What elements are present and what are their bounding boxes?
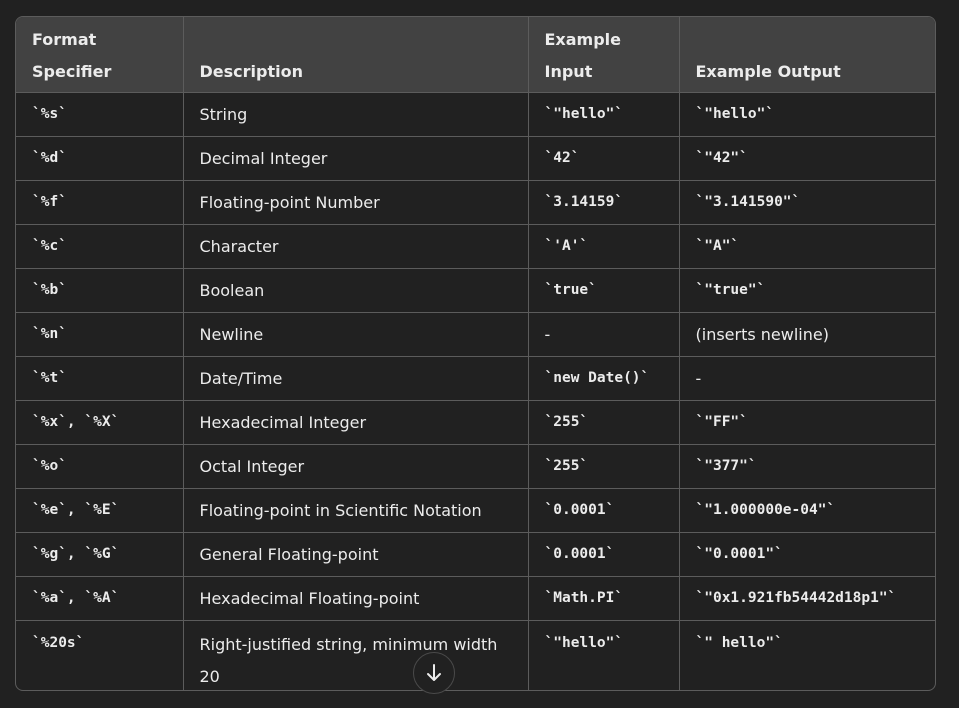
table-row: `%20s`Right-justified string, minimum wi… bbox=[16, 620, 935, 690]
cell-specifier: `%20s` bbox=[16, 620, 184, 690]
cell-description: Newline bbox=[183, 312, 529, 357]
cell-description: Character bbox=[183, 224, 529, 269]
cell-example-input: `"hello"` bbox=[528, 620, 680, 690]
table-row: `%d`Decimal Integer`42``"42"` bbox=[16, 136, 935, 181]
table-row: `%b`Boolean`true``"true"` bbox=[16, 268, 935, 313]
cell-specifier: `%x`, `%X` bbox=[16, 400, 184, 445]
cell-description: Decimal Integer bbox=[183, 136, 529, 181]
cell-description: General Floating-point bbox=[183, 532, 529, 577]
cell-description: Octal Integer bbox=[183, 444, 529, 489]
cell-description: Floating-point Number bbox=[183, 180, 529, 225]
table-row: `%f`Floating-point Number`3.14159``"3.14… bbox=[16, 180, 935, 225]
cell-example-output: `"hello"` bbox=[679, 92, 935, 137]
cell-specifier: `%d` bbox=[16, 136, 184, 181]
arrow-down-icon bbox=[427, 664, 441, 681]
cell-specifier: `%f` bbox=[16, 180, 184, 225]
cell-specifier: `%o` bbox=[16, 444, 184, 489]
cell-example-input: `true` bbox=[528, 268, 680, 313]
cell-example-input: `"hello"` bbox=[528, 92, 680, 137]
table-row: `%x`, `%X`Hexadecimal Integer`255``"FF"` bbox=[16, 400, 935, 445]
cell-specifier: `%b` bbox=[16, 268, 184, 313]
table-row: `%a`, `%A`Hexadecimal Floating-point`Mat… bbox=[16, 576, 935, 621]
cell-description: Floating-point in Scientific Notation bbox=[183, 488, 529, 533]
table-row: `%g`, `%G`General Floating-point`0.0001`… bbox=[16, 532, 935, 577]
cell-example-output: `"0x1.921fb54442d18p1"` bbox=[679, 576, 935, 621]
table-row: `%s`String`"hello"``"hello"` bbox=[16, 92, 935, 137]
cell-example-input: `0.0001` bbox=[528, 532, 680, 577]
cell-example-input: `new Date()` bbox=[528, 356, 680, 401]
cell-example-output: `"true"` bbox=[679, 268, 935, 313]
cell-example-input: `0.0001` bbox=[528, 488, 680, 533]
table-row: `%c`Character`'A'``"A"` bbox=[16, 224, 935, 269]
cell-specifier: `%e`, `%E` bbox=[16, 488, 184, 533]
table-row: `%o`Octal Integer`255``"377"` bbox=[16, 444, 935, 489]
cell-example-output: `"FF"` bbox=[679, 400, 935, 445]
cell-description: Hexadecimal Floating-point bbox=[183, 576, 529, 621]
table-row: `%e`, `%E`Floating-point in Scientific N… bbox=[16, 488, 935, 533]
cell-description: Hexadecimal Integer bbox=[183, 400, 529, 445]
cell-example-input: `42` bbox=[528, 136, 680, 181]
header-example-output: Example Output bbox=[679, 17, 935, 93]
cell-example-input: `3.14159` bbox=[528, 180, 680, 225]
cell-specifier: `%c` bbox=[16, 224, 184, 269]
cell-example-output: `"A"` bbox=[679, 224, 935, 269]
cell-example-input: `255` bbox=[528, 444, 680, 489]
cell-example-input: - bbox=[528, 312, 680, 357]
cell-example-output: `"1.000000e-04"` bbox=[679, 488, 935, 533]
cell-example-input: `'A'` bbox=[528, 224, 680, 269]
cell-example-output: - bbox=[679, 356, 935, 401]
cell-example-output: `"3.141590"` bbox=[679, 180, 935, 225]
cell-description: Boolean bbox=[183, 268, 529, 313]
table-row: `%t`Date/Time`new Date()`- bbox=[16, 356, 935, 401]
cell-example-input: `255` bbox=[528, 400, 680, 445]
cell-example-input: `Math.PI` bbox=[528, 576, 680, 621]
cell-specifier: `%n` bbox=[16, 312, 184, 357]
cell-example-output: `"42"` bbox=[679, 136, 935, 181]
cell-specifier: `%t` bbox=[16, 356, 184, 401]
table-row: `%n`Newline-(inserts newline) bbox=[16, 312, 935, 357]
cell-description: String bbox=[183, 92, 529, 137]
cell-description: Right-justified string, minimum width 20 bbox=[183, 620, 529, 690]
header-description: Description bbox=[183, 17, 529, 93]
cell-example-output: `"377"` bbox=[679, 444, 935, 489]
cell-description: Date/Time bbox=[183, 356, 529, 401]
cell-specifier: `%a`, `%A` bbox=[16, 576, 184, 621]
cell-specifier: `%g`, `%G` bbox=[16, 532, 184, 577]
cell-example-output: (inserts newline) bbox=[679, 312, 935, 357]
cell-example-output: `" hello"` bbox=[695, 634, 783, 651]
cell-specifier: `%s` bbox=[16, 92, 184, 137]
cell-example-output: `"0.0001"` bbox=[679, 532, 935, 577]
scroll-to-bottom-button[interactable] bbox=[413, 652, 455, 694]
